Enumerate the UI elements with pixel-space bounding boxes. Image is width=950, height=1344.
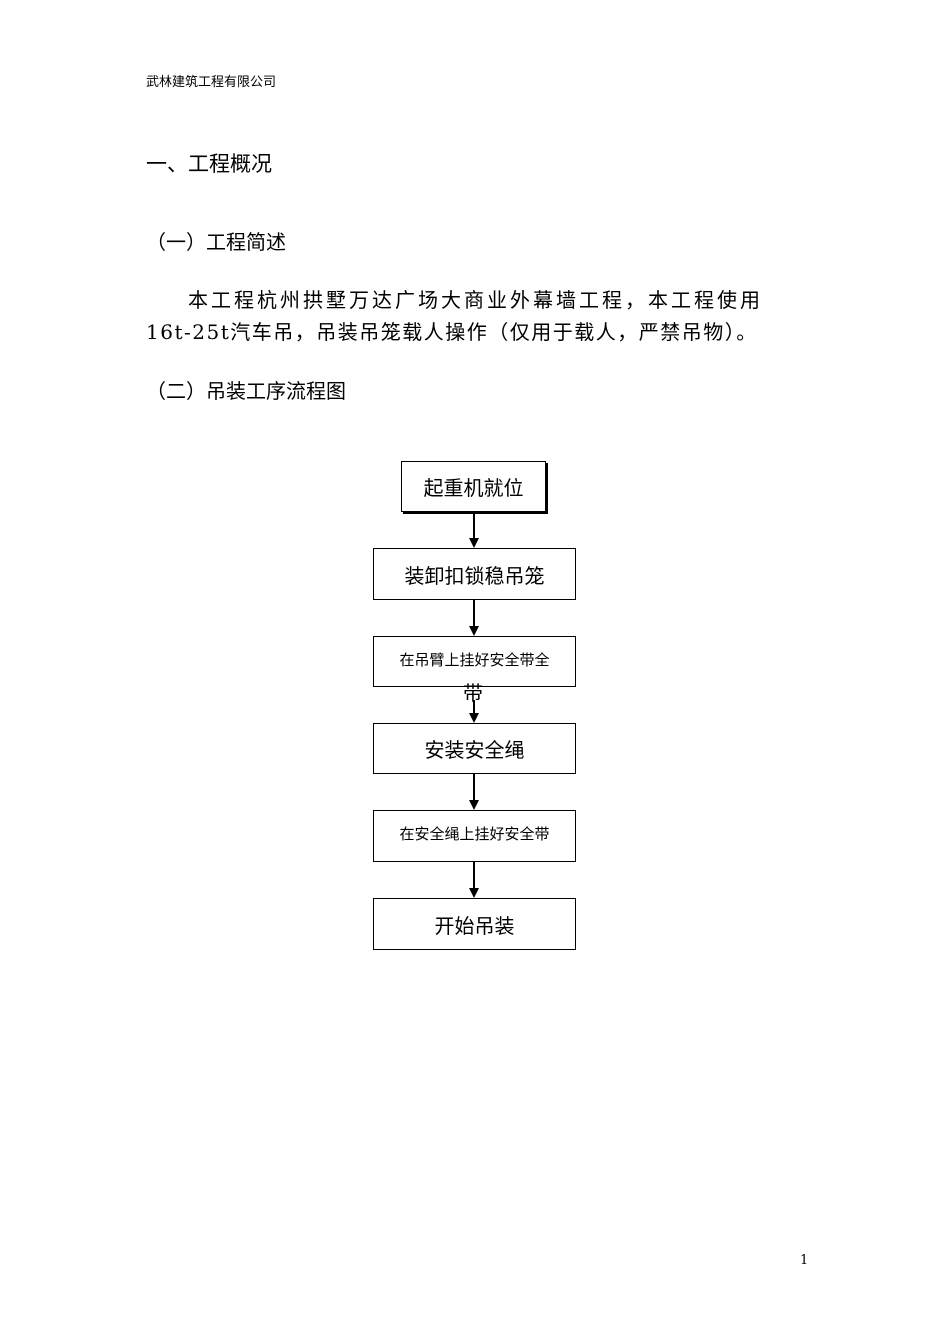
page-number: 1 bbox=[800, 1253, 809, 1268]
arrow-down-icon bbox=[469, 538, 479, 548]
flow-step-shackle-cage: 装卸扣锁稳吊笼 bbox=[373, 548, 576, 600]
flow-step-label: 在吊臂上挂好安全带全 bbox=[399, 651, 550, 669]
flow-step-rope-harness: 在安全绳上挂好安全带 bbox=[373, 810, 576, 862]
subsection-heading-overview: （一）工程简述 bbox=[146, 230, 286, 254]
section-heading: 一、工程概况 bbox=[146, 152, 272, 176]
flow-step-label: 开始吊装 bbox=[434, 913, 515, 938]
flow-arrow-line bbox=[473, 774, 475, 801]
subsection-heading-flowchart: （二）吊装工序流程图 bbox=[146, 379, 346, 403]
flow-step-label: 安装安全绳 bbox=[424, 738, 525, 762]
flow-step-overflow-text: 带 bbox=[463, 681, 483, 705]
flow-step-label: 起重机就位 bbox=[423, 476, 524, 500]
arrow-down-icon bbox=[469, 713, 479, 723]
flow-step-crane-position: 起重机就位 bbox=[401, 461, 546, 512]
flow-step-boom-harness: 在吊臂上挂好安全带全 bbox=[373, 636, 576, 687]
paragraph-line-2: 16t-25t汽车吊，吊装吊笼载人操作（仅用于载人，严禁吊物）。 bbox=[146, 320, 758, 344]
flow-step-install-rope: 安装安全绳 bbox=[373, 723, 576, 774]
flow-arrow-line bbox=[473, 512, 475, 539]
arrow-down-icon bbox=[469, 626, 479, 636]
page-header: 武林建筑工程有限公司 bbox=[146, 75, 277, 90]
paragraph-line-1: 本工程杭州拱墅万达广场大商业外幕墙工程，本工程使用 bbox=[188, 288, 763, 312]
flow-arrow-line bbox=[473, 700, 475, 714]
arrow-down-icon bbox=[469, 888, 479, 898]
flow-arrow-line bbox=[473, 862, 475, 889]
flow-step-label: 在安全绳上挂好安全带 bbox=[399, 825, 550, 843]
flow-step-start-lifting: 开始吊装 bbox=[373, 898, 576, 950]
arrow-down-icon bbox=[469, 800, 479, 810]
flow-step-label: 装卸扣锁稳吊笼 bbox=[404, 563, 545, 588]
flow-arrow-line bbox=[473, 600, 475, 627]
